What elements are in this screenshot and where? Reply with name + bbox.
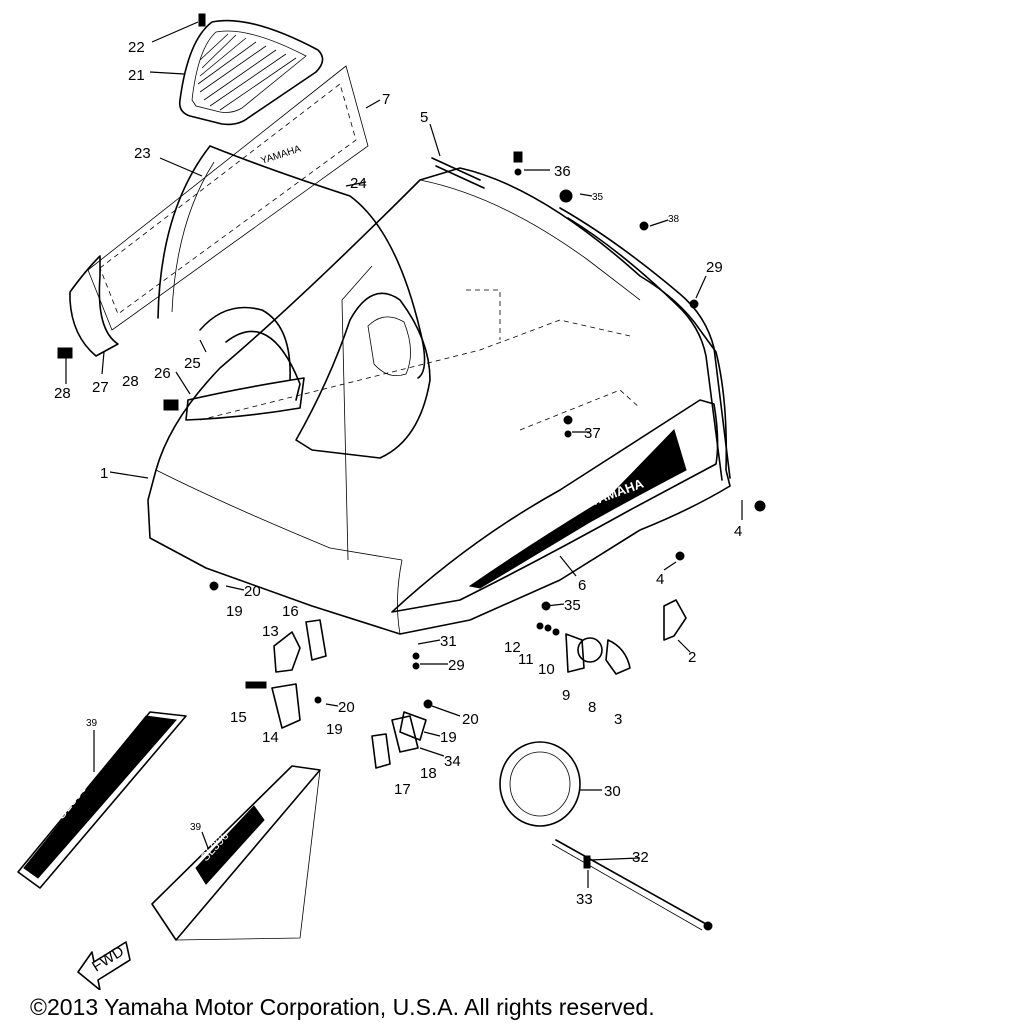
callout-14: 14 bbox=[262, 729, 279, 746]
leader-lines bbox=[65, 21, 743, 888]
callout-24: 24 bbox=[350, 175, 367, 192]
callout-28: 28 bbox=[54, 385, 71, 402]
callout-33: 33 bbox=[576, 891, 593, 908]
stripe-left: SL396 bbox=[17, 711, 187, 889]
callout-19-b: 19 bbox=[326, 721, 343, 738]
callout-35: 35 bbox=[592, 192, 604, 203]
callout-39: 39 bbox=[86, 718, 98, 729]
fasteners bbox=[57, 151, 766, 670]
callout-7: 7 bbox=[382, 91, 390, 108]
callout-16: 16 bbox=[282, 603, 299, 620]
side-decal: YAMAHA bbox=[391, 399, 719, 613]
callout-18: 18 bbox=[420, 765, 437, 782]
callout-8: 8 bbox=[588, 699, 596, 716]
callout-20-b: 20 bbox=[338, 699, 355, 716]
callout-4: 4 bbox=[734, 523, 742, 540]
callout-6: 6 bbox=[578, 577, 586, 594]
callout-19-c: 19 bbox=[440, 729, 457, 746]
latch-hardware bbox=[536, 599, 687, 675]
callout-25: 25 bbox=[184, 355, 201, 372]
callout-36: 36 bbox=[554, 163, 571, 180]
callout-4-b: 4 bbox=[656, 571, 664, 588]
callout-29-b: 29 bbox=[448, 657, 465, 674]
grommet-ring bbox=[499, 741, 581, 827]
hinge-hardware bbox=[209, 581, 433, 769]
callout-26: 26 bbox=[154, 365, 171, 382]
stripe-right: SL396 bbox=[151, 765, 321, 941]
callout-11: 11 bbox=[518, 651, 534, 668]
hood-cable bbox=[551, 839, 713, 931]
callout-20: 20 bbox=[244, 583, 261, 600]
callout-23: 23 bbox=[134, 145, 151, 162]
callout-27: 27 bbox=[92, 379, 109, 396]
callout-10: 10 bbox=[538, 661, 555, 678]
callout-35-b: 35 bbox=[564, 597, 581, 614]
callout-12: 12 bbox=[504, 639, 521, 656]
callout-37: 37 bbox=[584, 425, 601, 442]
vent-screw bbox=[198, 13, 206, 27]
callout-2: 2 bbox=[688, 649, 696, 666]
callout-31: 31 bbox=[440, 633, 457, 650]
windshield bbox=[157, 145, 426, 381]
callout-19: 19 bbox=[226, 603, 243, 620]
callout-32: 32 bbox=[632, 849, 649, 866]
fwd-label: FWD bbox=[89, 943, 127, 976]
callout-1: 1 bbox=[100, 465, 108, 482]
windshield-brand: YAMAHA bbox=[260, 143, 303, 166]
callout-13: 13 bbox=[262, 623, 279, 640]
callout-39-b: 39 bbox=[190, 822, 202, 833]
callout-34: 34 bbox=[444, 753, 461, 770]
callout-38: 38 bbox=[668, 214, 680, 225]
molding-strips bbox=[431, 157, 731, 481]
callout-20-c: 20 bbox=[462, 711, 479, 728]
callout-22: 22 bbox=[128, 39, 145, 56]
copyright-text: ©2013 Yamaha Motor Corporation, U.S.A. A… bbox=[30, 994, 655, 1020]
windshield-brackets bbox=[69, 255, 305, 421]
callout-21: 21 bbox=[128, 67, 145, 84]
callout-9: 9 bbox=[562, 687, 570, 704]
callout-3: 3 bbox=[614, 711, 622, 728]
parts-diagram: YAMAHA YAMAHA bbox=[17, 13, 766, 990]
callout-28-b: 28 bbox=[122, 373, 139, 390]
callout-30: 30 bbox=[604, 783, 621, 800]
hood-shell bbox=[147, 167, 731, 635]
callout-15: 15 bbox=[230, 709, 247, 726]
windshield-decal-panel: YAMAHA bbox=[87, 65, 369, 331]
callouts: 22 21 7 5 36 23 24 35 38 29 25 28 27 28 … bbox=[54, 39, 742, 908]
fwd-arrow-icon: FWD bbox=[77, 941, 131, 990]
callout-5: 5 bbox=[420, 109, 428, 126]
callout-17: 17 bbox=[394, 781, 411, 798]
air-vent-grille bbox=[178, 13, 324, 126]
callout-29: 29 bbox=[706, 259, 723, 276]
